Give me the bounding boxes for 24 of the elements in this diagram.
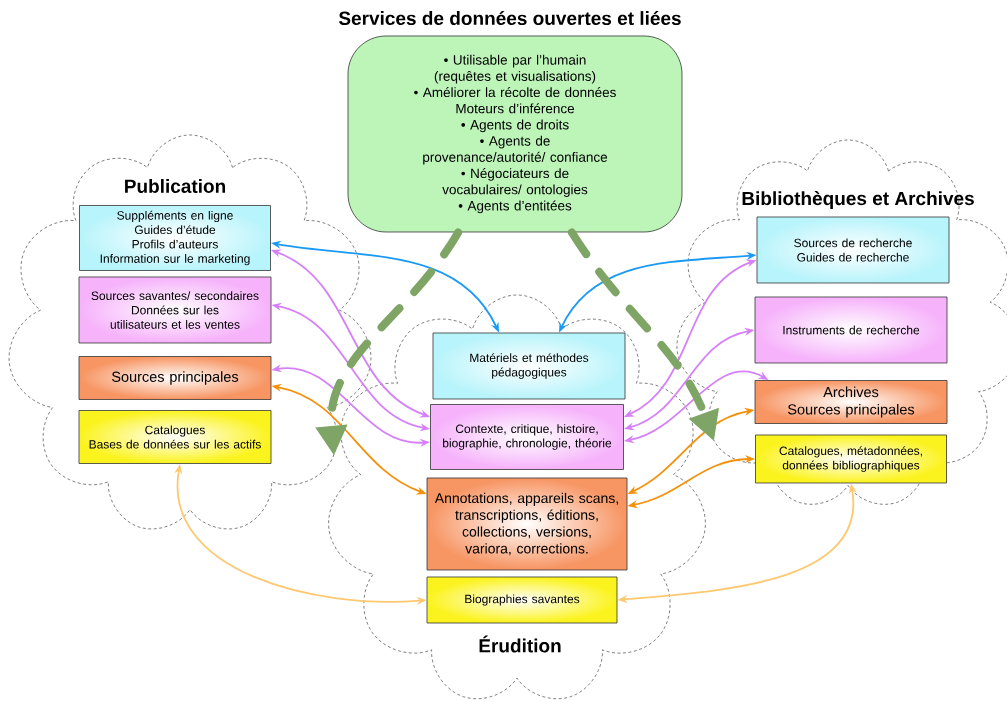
text-box: Matériels et méthodes pédagogiques <box>432 332 626 400</box>
node-label: • Agents d’entitées <box>458 200 572 214</box>
text-box: Catalogues, métadonnées, données bibliographiques <box>755 434 947 484</box>
text-box: Suppléments en ligne Guides d’étude Profils d’auteurs Information sur le marketing <box>79 205 271 271</box>
node-label: • Utilisable par l’humain (requêtes et visualisations) <box>434 54 596 84</box>
node-label: • Négociateurs de vocabulaires/ ontologies <box>442 168 588 197</box>
text-box: Contexte, critique, histoire, biographie, chronologie, théorie <box>430 404 624 470</box>
text-box: Sources de recherche Guides de recherche <box>756 216 950 284</box>
region-title: Érudition <box>479 635 561 653</box>
node-label: Moteurs d’inférence <box>456 103 575 114</box>
region-title: Publication <box>125 179 226 193</box>
text-box: Instruments de recherche <box>754 296 948 364</box>
node-label: • Agents de droits <box>461 119 569 133</box>
node-label: • Améliorer la récolte de données <box>414 87 616 98</box>
node-label: • Agents de provenance/autorité/ confiance <box>423 135 608 165</box>
rounded-box: • Utilisable par l’humain (requêtes et visualisations) • Améliorer la récolte de données Moteurs d’inférence • Agents de droits • Agents de provenance/autorité/ confiance • Négociateurs de vocabulaires/ ontologies • Agents d’entitées <box>347 35 683 233</box>
text-box: Biographies savantes <box>426 576 618 624</box>
text-box: Archives Sources principales <box>754 380 948 424</box>
region-title: Bibliothèques et Archives <box>742 191 974 209</box>
text-box: Annotations, appareils scans, transcriptions, éditions, collections, versions, variora, corrections. <box>426 477 628 571</box>
box-title: Services de données ouvertes et liées <box>338 10 681 26</box>
text-box: Sources savantes/ secondaires Données sur les utilisateurs et les ventes <box>78 276 272 344</box>
text-box: Sources principales <box>78 356 272 400</box>
text-box: Catalogues Bases de données sur les actifs <box>78 410 272 464</box>
